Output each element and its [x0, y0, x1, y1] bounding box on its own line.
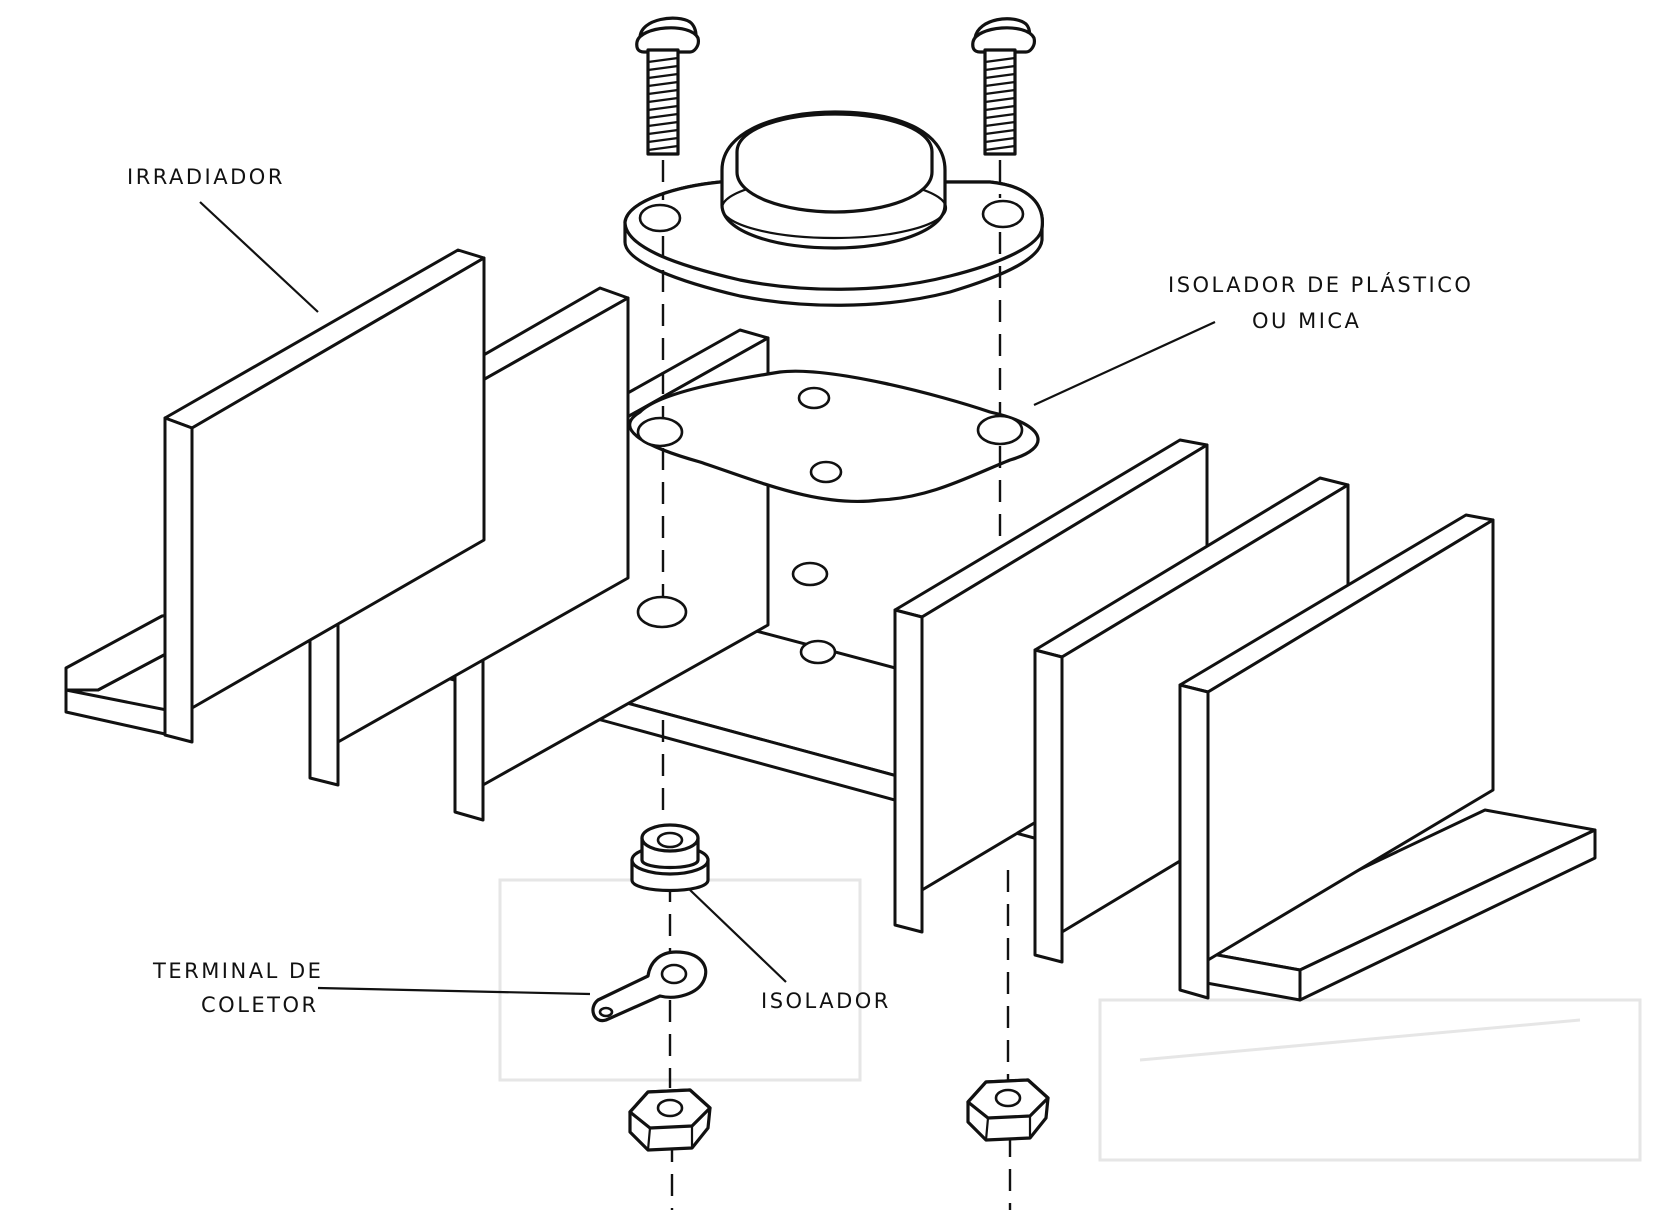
- label-plastic-insulator-line1: ISOLADOR DE PLÁSTICO: [1168, 272, 1473, 297]
- collector-terminal-lug: [591, 950, 708, 1023]
- heatsink-lead-hole: [791, 561, 829, 587]
- heatsink-radiator: [64, 248, 1597, 1002]
- hex-nut-left: [628, 1088, 712, 1152]
- mica-hole: [809, 460, 843, 484]
- leader-line-radiator: [199, 201, 319, 313]
- heatsink-right-flange-edge: [1298, 828, 1597, 1002]
- heatsink-mounting-hole-left: [636, 595, 688, 629]
- mica-hole: [976, 414, 1024, 446]
- to3-transistor: [623, 110, 1044, 307]
- label-collector-terminal-line2: COLETOR: [201, 993, 319, 1017]
- leader-line-collector-terminal: [317, 986, 591, 996]
- mica-hole: [797, 386, 831, 410]
- label-radiator: IRRADIADOR: [127, 165, 285, 189]
- heatsink-fin: [163, 248, 486, 744]
- label-collector-terminal-line1: TERMINAL DE: [152, 959, 323, 983]
- heatsink-lead-hole: [799, 639, 837, 665]
- transistor-mounting-hole: [981, 199, 1025, 229]
- leader-line-plastic-insulator: [1033, 321, 1216, 406]
- mica-insulator-sheet: [628, 369, 1040, 504]
- hex-nut-right: [966, 1078, 1050, 1142]
- leader-line-insulator: [689, 889, 787, 983]
- mica-hole: [636, 416, 684, 448]
- insulating-bushing: [630, 823, 710, 893]
- label-insulator: ISOLADOR: [761, 989, 891, 1013]
- screw-right: [971, 17, 1036, 156]
- transistor-mounting-hole: [638, 203, 682, 233]
- assembly-axis-right: [998, 160, 1012, 1210]
- label-plastic-insulator-line2: OU MICA: [1252, 309, 1361, 333]
- screw-left: [635, 16, 700, 156]
- heatsink-fin: [1178, 513, 1495, 1000]
